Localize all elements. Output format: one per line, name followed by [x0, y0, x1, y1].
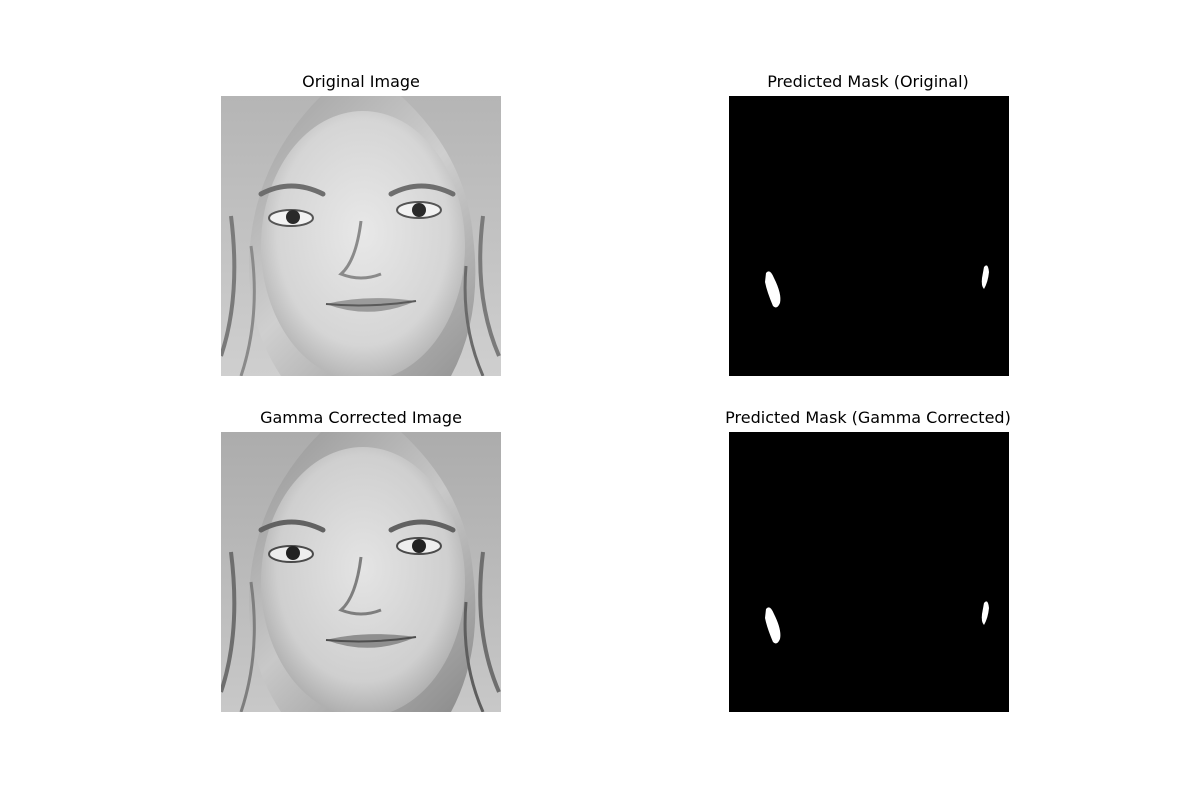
panel-title-predicted-mask-gamma: Predicted Mask (Gamma Corrected)	[725, 408, 1011, 427]
original-face-image	[221, 96, 501, 376]
face-photo-graphic-gamma	[221, 432, 501, 712]
gamma-corrected-face-image	[221, 432, 501, 712]
panel-title-original-image: Original Image	[302, 72, 420, 91]
mask-graphic-original	[729, 96, 1009, 376]
mask-graphic-gamma	[729, 432, 1009, 712]
panel-title-predicted-mask-original: Predicted Mask (Original)	[767, 72, 969, 91]
panel-title-gamma-corrected-image: Gamma Corrected Image	[260, 408, 462, 427]
predicted-mask-gamma-image	[729, 432, 1009, 712]
predicted-mask-original-image	[729, 96, 1009, 376]
face-photo-graphic	[221, 96, 501, 376]
